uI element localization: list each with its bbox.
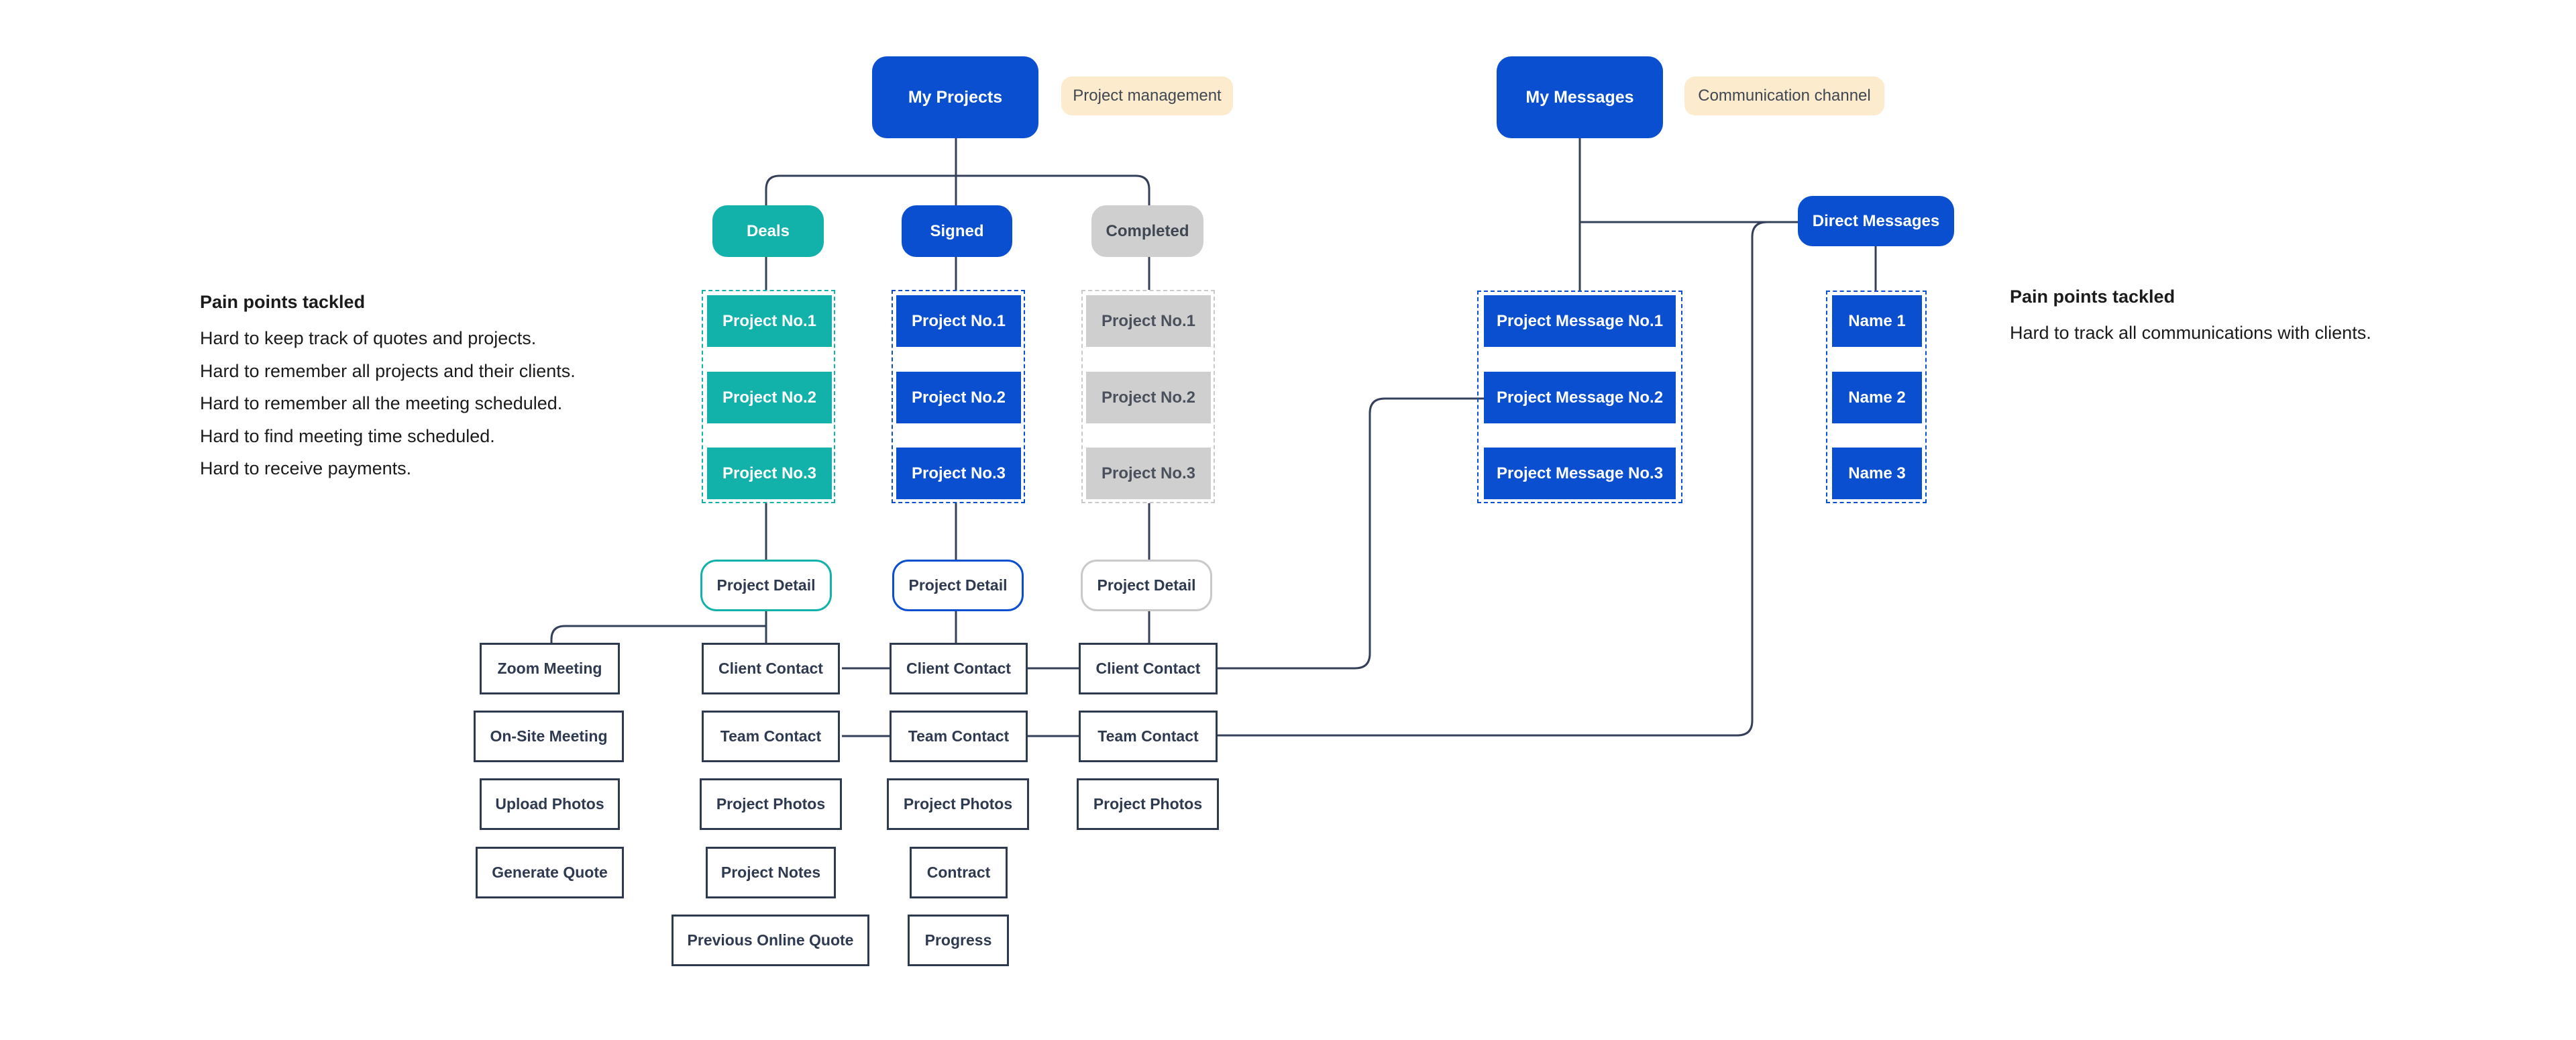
completed-team-contact[interactable]: Team Contact [1079, 711, 1218, 762]
connector-client-to-messages [1218, 397, 1484, 670]
completed-client-contact[interactable]: Client Contact [1079, 643, 1218, 694]
status-deals[interactable]: Deals [712, 205, 824, 257]
signed-project-group [892, 290, 1025, 503]
deals-project-photos[interactable]: Project Photos [700, 778, 842, 830]
my-projects-node[interactable]: My Projects [872, 56, 1038, 138]
signed-project-detail[interactable]: Project Detail [892, 560, 1024, 611]
on-site-meeting-button[interactable]: On-Site Meeting [474, 711, 624, 762]
deals-team-contact[interactable]: Team Contact [702, 711, 840, 762]
signed-project-card[interactable]: Project No.2 [896, 372, 1021, 423]
completed-project-photos[interactable]: Project Photos [1077, 778, 1219, 830]
deals-project-card[interactable]: Project No.3 [707, 448, 832, 499]
signed-client-contact[interactable]: Client Contact [890, 643, 1028, 694]
status-signed[interactable]: Signed [902, 205, 1012, 257]
completed-project-card[interactable]: Project No.1 [1086, 295, 1211, 347]
direct-names-group [1826, 291, 1927, 503]
upload-photos-button[interactable]: Upload Photos [480, 778, 620, 830]
connector-projects-bar [765, 174, 1150, 205]
pain-point-item: Hard to keep track of quotes and project… [200, 328, 537, 348]
signed-contract[interactable]: Contract [910, 847, 1008, 898]
pain-points-right: Pain points tackled Hard to track all co… [2010, 287, 2371, 350]
signed-project-card[interactable]: Project No.1 [896, 295, 1021, 347]
deals-project-notes[interactable]: Project Notes [706, 847, 836, 898]
pain-point-item: Hard to receive payments. [200, 458, 412, 478]
pain-point-item: Hard to remember all projects and their … [200, 360, 576, 381]
connector-zoom [550, 625, 766, 643]
pain-point-item: Hard to remember all the meeting schedul… [200, 393, 563, 413]
contact-name-card[interactable]: Name 1 [1832, 295, 1922, 347]
pain-point-item: Hard to track all communications with cl… [2010, 323, 2371, 343]
pain-point-item: Hard to find meeting time scheduled. [200, 425, 495, 446]
zoom-meeting-button[interactable]: Zoom Meeting [480, 643, 620, 694]
project-management-tag: Project management [1061, 76, 1233, 115]
contact-name-card[interactable]: Name 3 [1832, 448, 1922, 499]
status-completed[interactable]: Completed [1091, 205, 1203, 257]
communication-channel-tag: Communication channel [1684, 76, 1884, 115]
completed-project-card[interactable]: Project No.3 [1086, 448, 1211, 499]
signed-project-photos[interactable]: Project Photos [887, 778, 1029, 830]
completed-project-group [1081, 290, 1215, 503]
my-messages-node[interactable]: My Messages [1497, 56, 1663, 138]
signed-project-card[interactable]: Project No.3 [896, 448, 1021, 499]
completed-project-card[interactable]: Project No.2 [1086, 372, 1211, 423]
contact-name-card[interactable]: Name 2 [1832, 372, 1922, 423]
generate-quote-button[interactable]: Generate Quote [476, 847, 624, 898]
deals-project-card[interactable]: Project No.1 [707, 295, 832, 347]
direct-messages-node[interactable]: Direct Messages [1798, 196, 1954, 246]
deals-project-card[interactable]: Project No.2 [707, 372, 832, 423]
pain-points-left: Pain points tackled Hard to keep track o… [200, 292, 576, 485]
signed-team-contact[interactable]: Team Contact [890, 711, 1028, 762]
project-messages-group [1477, 291, 1682, 503]
signed-progress[interactable]: Progress [908, 915, 1009, 966]
completed-project-detail[interactable]: Project Detail [1081, 560, 1212, 611]
project-message-card[interactable]: Project Message No.1 [1484, 295, 1676, 347]
deals-project-detail[interactable]: Project Detail [700, 560, 832, 611]
project-message-card[interactable]: Project Message No.2 [1484, 372, 1676, 423]
pain-points-heading: Pain points tackled [200, 292, 366, 312]
deals-client-contact[interactable]: Client Contact [702, 643, 840, 694]
project-message-card[interactable]: Project Message No.3 [1484, 448, 1676, 499]
deals-project-group [702, 290, 835, 503]
pain-points-heading: Pain points tackled [2010, 287, 2176, 307]
previous-online-quote[interactable]: Previous Online Quote [672, 915, 869, 966]
